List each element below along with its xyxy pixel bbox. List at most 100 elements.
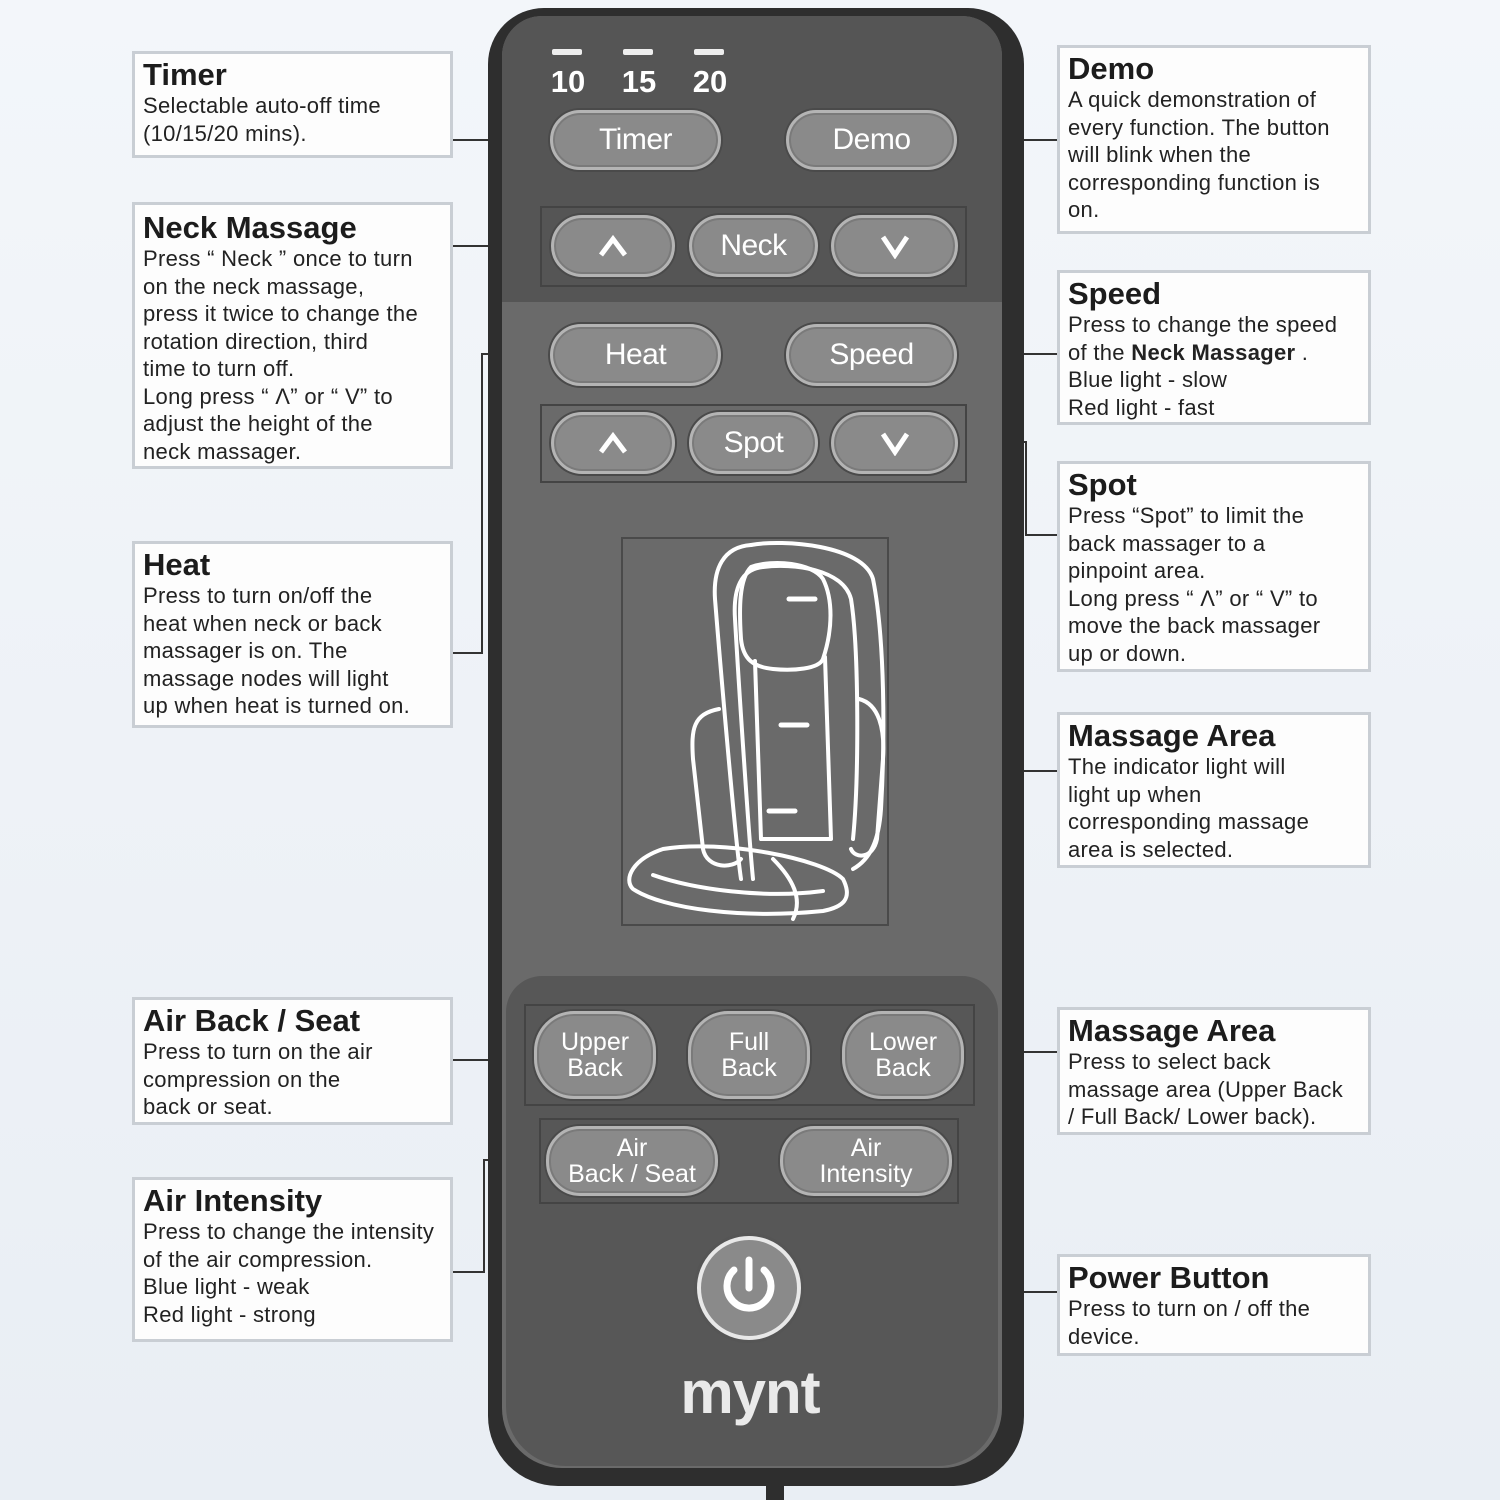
- callout-line: Press to turn on the air: [143, 1039, 373, 1064]
- callout-line: pinpoint area.: [1068, 558, 1206, 583]
- callout-line: press it twice to change the: [143, 301, 418, 326]
- heat-button[interactable]: Heat: [550, 324, 721, 386]
- callout-line: every function. The button: [1068, 114, 1330, 140]
- full-back-button[interactable]: Full Back: [688, 1011, 810, 1099]
- callout-line: will blink when the: [1068, 142, 1252, 167]
- spot-up-button[interactable]: [551, 412, 675, 474]
- callout-line: time to turn off.: [143, 356, 295, 381]
- callout-line: of the Neck Massager .: [1068, 339, 1360, 367]
- upper-back-button[interactable]: Upper Back: [534, 1011, 656, 1099]
- callout-air-back-seat: Air Back / Seat Press to turn on the air…: [132, 997, 453, 1125]
- speed-button[interactable]: Speed: [786, 324, 957, 386]
- neck-button[interactable]: Neck: [689, 215, 818, 277]
- button-label-line: Lower: [868, 1028, 938, 1056]
- timer-button[interactable]: Timer: [550, 110, 721, 170]
- callout-line: corresponding massage: [1068, 809, 1310, 834]
- neck-up-button[interactable]: [551, 215, 675, 277]
- power-icon: [723, 1256, 775, 1312]
- callout-line: Red light - fast: [1068, 394, 1215, 420]
- neck-button-group: [540, 206, 967, 287]
- callout-line: Press to turn on/off the: [143, 583, 373, 608]
- chair-outline-icon: [627, 540, 886, 921]
- button-label-line: Full: [728, 1028, 770, 1056]
- callout-line: on the neck massage,: [143, 273, 365, 299]
- callout-line: (10/15/20 mins).: [143, 120, 307, 146]
- callout-power-button: Power Button Press to turn on / off the …: [1057, 1254, 1371, 1356]
- callout-line: up or down.: [1068, 640, 1187, 666]
- callout-line: Press to select back: [1068, 1049, 1271, 1074]
- callout-line: compression on the: [143, 1066, 341, 1092]
- callout-speed: Speed Press to change the speed of the N…: [1057, 270, 1371, 425]
- button-label-line: Air: [616, 1134, 648, 1162]
- remote-cable: [766, 1484, 784, 1500]
- button-label-line: Back: [567, 1054, 623, 1082]
- callout-neck-massage: Neck Massage Press “ Neck ” once to turn…: [132, 202, 453, 469]
- button-label-line: Back / Seat: [568, 1160, 696, 1188]
- callout-line: massager is on. The: [143, 638, 348, 663]
- button-label-line: Intensity: [819, 1160, 913, 1188]
- callout-line: / Full Back/ Lower back).: [1068, 1104, 1317, 1129]
- power-button[interactable]: [697, 1236, 801, 1340]
- down-arrow-icon: [880, 432, 909, 456]
- button-label-line: Back: [875, 1054, 931, 1082]
- callout-title: Air Intensity: [143, 1183, 323, 1218]
- callout-title: Speed: [1068, 276, 1162, 311]
- up-arrow-icon: [599, 431, 627, 454]
- callout-line: corresponding function is: [1068, 169, 1321, 195]
- callout-line: rotation direction, third: [143, 328, 369, 354]
- callout-massage-area-select: Massage Area Press to select back massag…: [1057, 1007, 1371, 1135]
- spot-down-button[interactable]: [831, 412, 958, 474]
- lower-back-button[interactable]: Lower Back: [842, 1011, 964, 1099]
- callout-line: Selectable auto-off time: [143, 93, 381, 118]
- air-button-group: [539, 1118, 959, 1204]
- up-arrow-icon: [599, 234, 627, 257]
- button-label-line: Upper: [560, 1028, 630, 1056]
- callout-line: adjust the height of the: [143, 411, 373, 436]
- callout-title: Power Button: [1068, 1260, 1270, 1295]
- timer-value-20: 20: [692, 64, 728, 99]
- callout-line: Long press “ Λ” or “ V” to: [143, 383, 393, 409]
- callout-air-intensity: Air Intensity Press to change the intens…: [132, 1177, 453, 1342]
- air-back-seat-button[interactable]: Air Back / Seat: [546, 1126, 718, 1196]
- callout-title: Timer: [143, 57, 227, 92]
- button-label-line: Back: [721, 1054, 777, 1082]
- timer-value-10: 10: [550, 64, 586, 99]
- callout-text: of the: [1068, 339, 1132, 365]
- callout-line: Long press “ Λ” or “ V” to: [1068, 585, 1318, 611]
- air-intensity-button[interactable]: Air Intensity: [780, 1126, 952, 1196]
- timer-value-15: 15: [621, 64, 657, 99]
- timer-indicator-10: [552, 49, 582, 55]
- demo-button[interactable]: Demo: [786, 110, 957, 170]
- brand-logo: mynt: [680, 1359, 820, 1426]
- spot-button[interactable]: Spot: [689, 412, 818, 474]
- callout-title: Air Back / Seat: [143, 1003, 361, 1038]
- callout-line: A quick demonstration of: [1068, 87, 1317, 112]
- callout-line: Press “ Neck ” once to turn: [143, 246, 413, 271]
- spot-button-group: [540, 404, 967, 483]
- callout-line: massage nodes will light: [143, 665, 389, 691]
- callout-spot: Spot Press “Spot” to limit the back mass…: [1057, 461, 1371, 672]
- callout-line: Press “Spot” to limit the: [1068, 503, 1305, 528]
- callout-title: Heat: [143, 547, 211, 582]
- callout-line: The indicator light will: [1068, 754, 1286, 779]
- callout-line: of the air compression.: [143, 1246, 373, 1272]
- callout-timer: Timer Selectable auto-off time (10/15/20…: [132, 51, 453, 158]
- down-arrow-icon: [880, 235, 909, 259]
- callout-line: move the back massager: [1068, 613, 1321, 638]
- neck-down-button[interactable]: [831, 215, 958, 277]
- callout-line: Red light - strong: [143, 1301, 316, 1327]
- callout-title: Massage Area: [1068, 718, 1276, 753]
- timer-indicator-15: [623, 49, 653, 55]
- massage-area-button-group: [524, 1004, 975, 1106]
- callout-title: Neck Massage: [143, 210, 357, 245]
- callout-line: back or seat.: [143, 1094, 273, 1119]
- callout-demo: Demo A quick demonstration of every func…: [1057, 45, 1371, 234]
- button-label-line: Air: [850, 1134, 882, 1162]
- callout-line: heat when neck or back: [143, 610, 382, 636]
- callout-title: Demo: [1068, 51, 1155, 86]
- callout-text: .: [1295, 339, 1309, 365]
- callout-line: Blue light - slow: [1068, 367, 1228, 392]
- callout-line: up when heat is turned on.: [143, 693, 411, 718]
- callout-title: Massage Area: [1068, 1013, 1276, 1048]
- callout-massage-area-indicator: Massage Area The indicator light will li…: [1057, 712, 1371, 868]
